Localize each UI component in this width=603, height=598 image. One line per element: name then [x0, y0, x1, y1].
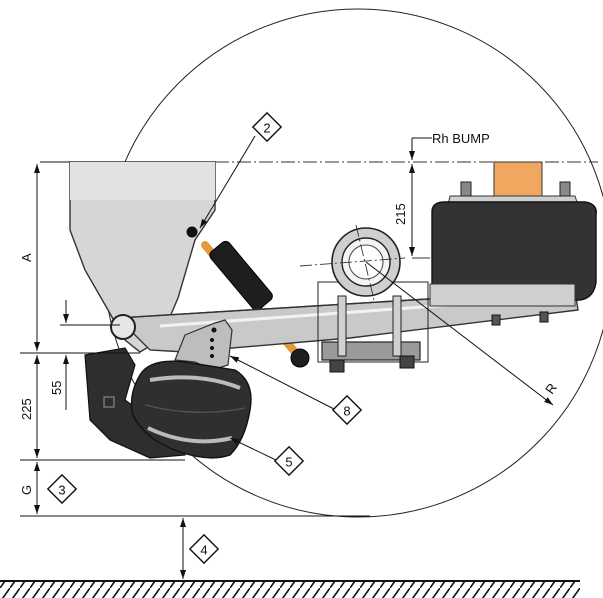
dim-225: 225: [19, 398, 34, 420]
callout-2-text: 2: [263, 121, 270, 136]
label-rh-bump: Rh BUMP: [432, 131, 490, 146]
dim-a: A: [19, 253, 34, 262]
dim-g: G: [19, 485, 34, 495]
hanger-bracket: [69, 161, 216, 353]
callout-3-text: 3: [58, 483, 65, 498]
lift-airbag: [130, 360, 252, 459]
callout-8-text: 8: [343, 404, 350, 419]
main-airbag: [429, 161, 597, 326]
callout-4: 4: [188, 533, 220, 565]
dim-215: 215: [393, 203, 408, 225]
dimensions: [20, 137, 554, 579]
hanger-bolt: [186, 226, 198, 238]
callout-5-text: 5: [285, 455, 292, 470]
callout-4-text: 4: [200, 543, 207, 558]
pivot-eye: [110, 314, 136, 340]
dim-55: 55: [49, 381, 64, 395]
construction-lines: [299, 224, 430, 301]
link-plate: [174, 319, 233, 371]
callout-3: 3: [46, 473, 78, 505]
callout-5: 5: [229, 437, 305, 477]
ground: [0, 580, 580, 598]
radius-label: R: [542, 380, 560, 396]
callout-8: 8: [229, 355, 363, 426]
callout-2: 2: [199, 111, 283, 229]
